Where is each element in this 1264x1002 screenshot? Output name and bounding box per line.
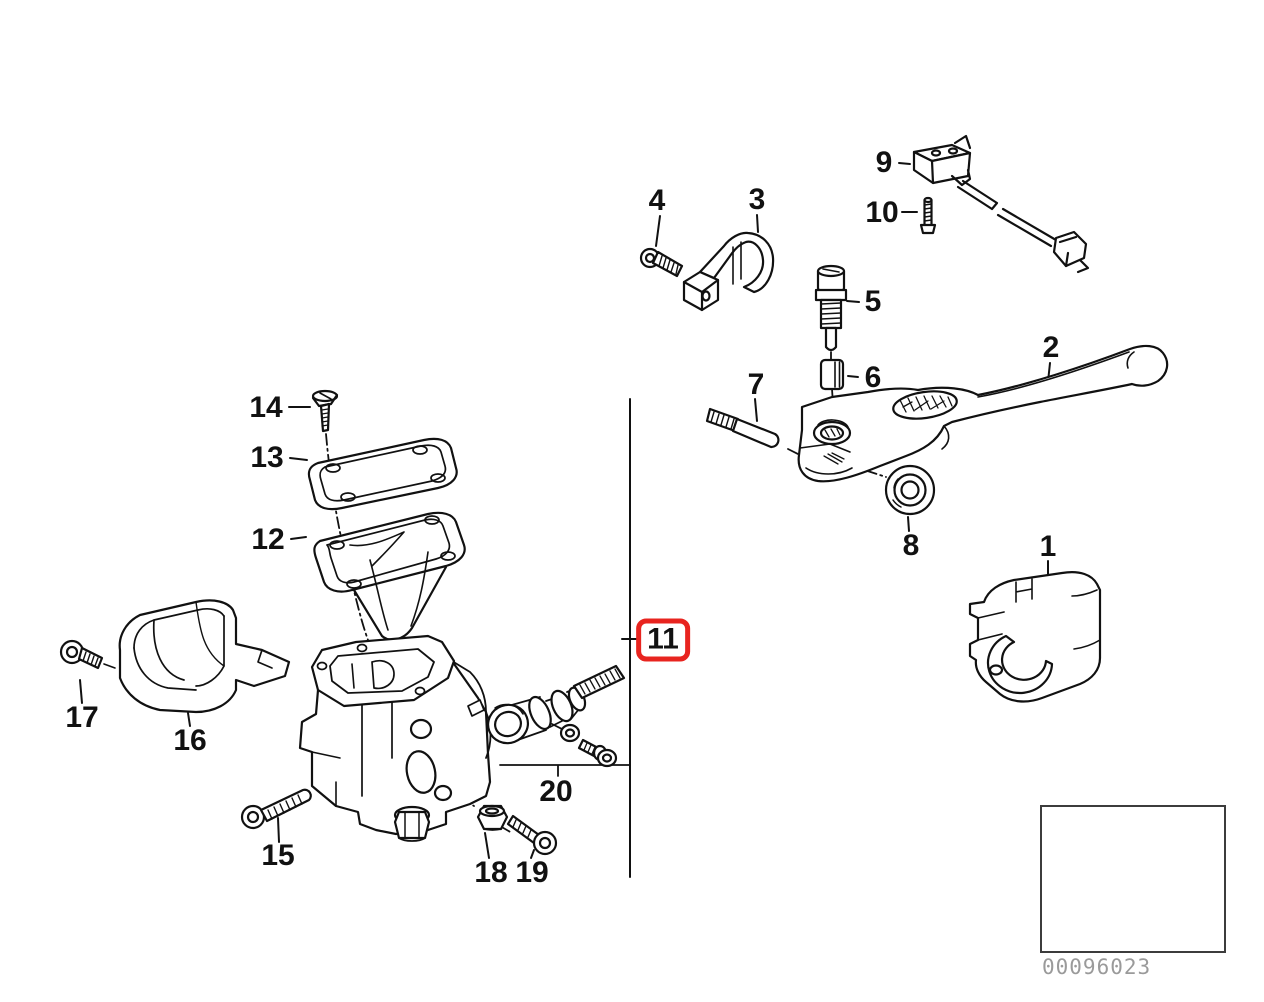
callout-20[interactable]: 20 xyxy=(539,775,573,808)
callout-6[interactable]: 6 xyxy=(864,361,882,394)
part-17-screw-drawing xyxy=(59,639,116,670)
part-11-master-cylinder-drawing xyxy=(298,634,492,842)
part-18-nut-drawing xyxy=(476,804,509,831)
part-12-diaphragm-drawing xyxy=(313,511,466,641)
callout-7[interactable]: 7 xyxy=(747,368,765,401)
part-2-lever-drawing xyxy=(797,344,1169,483)
callout-5[interactable]: 5 xyxy=(864,285,882,318)
part-15-screw-drawing xyxy=(240,788,312,830)
part-9-switch-drawing xyxy=(912,134,1090,274)
callout-18[interactable]: 18 xyxy=(474,856,508,889)
part-19-screw-drawing xyxy=(506,814,558,856)
part-5-adjuster-screw-drawing xyxy=(814,264,848,352)
part-10-screw-drawing xyxy=(919,196,937,235)
callout-2[interactable]: 2 xyxy=(1042,331,1060,364)
callout-13[interactable]: 13 xyxy=(250,441,284,474)
callout-19[interactable]: 19 xyxy=(515,856,549,889)
part-6-nut-drawing xyxy=(819,358,845,391)
part-8-grommet-drawing xyxy=(884,464,936,516)
part-1-clamp-drawing xyxy=(968,571,1102,703)
part-4-screw-drawing xyxy=(639,247,684,278)
callout-8[interactable]: 8 xyxy=(902,529,920,562)
image-number: 00096023 xyxy=(1042,955,1152,979)
part-13-cover-drawing xyxy=(307,437,458,511)
callout-15[interactable]: 15 xyxy=(261,839,295,872)
callout-3[interactable]: 3 xyxy=(748,183,766,216)
callout-1[interactable]: 1 xyxy=(1039,530,1057,563)
callout-4[interactable]: 4 xyxy=(648,184,666,217)
part-7-pivot-pin-drawing xyxy=(705,407,780,449)
callout-11-highlighted[interactable]: 11 xyxy=(636,618,690,662)
callout-16[interactable]: 16 xyxy=(173,724,207,757)
callout-14[interactable]: 14 xyxy=(249,391,283,424)
vehicle-thumbnail-frame xyxy=(1040,805,1226,953)
callout-9[interactable]: 9 xyxy=(875,146,893,179)
callout-10[interactable]: 10 xyxy=(865,196,899,229)
part-20-piston-kit-drawing xyxy=(487,664,626,768)
part-16-cover-drawing xyxy=(118,599,291,714)
part-14-screw-drawing xyxy=(311,389,339,433)
callout-12[interactable]: 12 xyxy=(251,523,285,556)
part-3-bracket-drawing xyxy=(682,231,775,312)
callout-leader-lines xyxy=(79,162,1051,859)
callout-17[interactable]: 17 xyxy=(65,701,99,734)
